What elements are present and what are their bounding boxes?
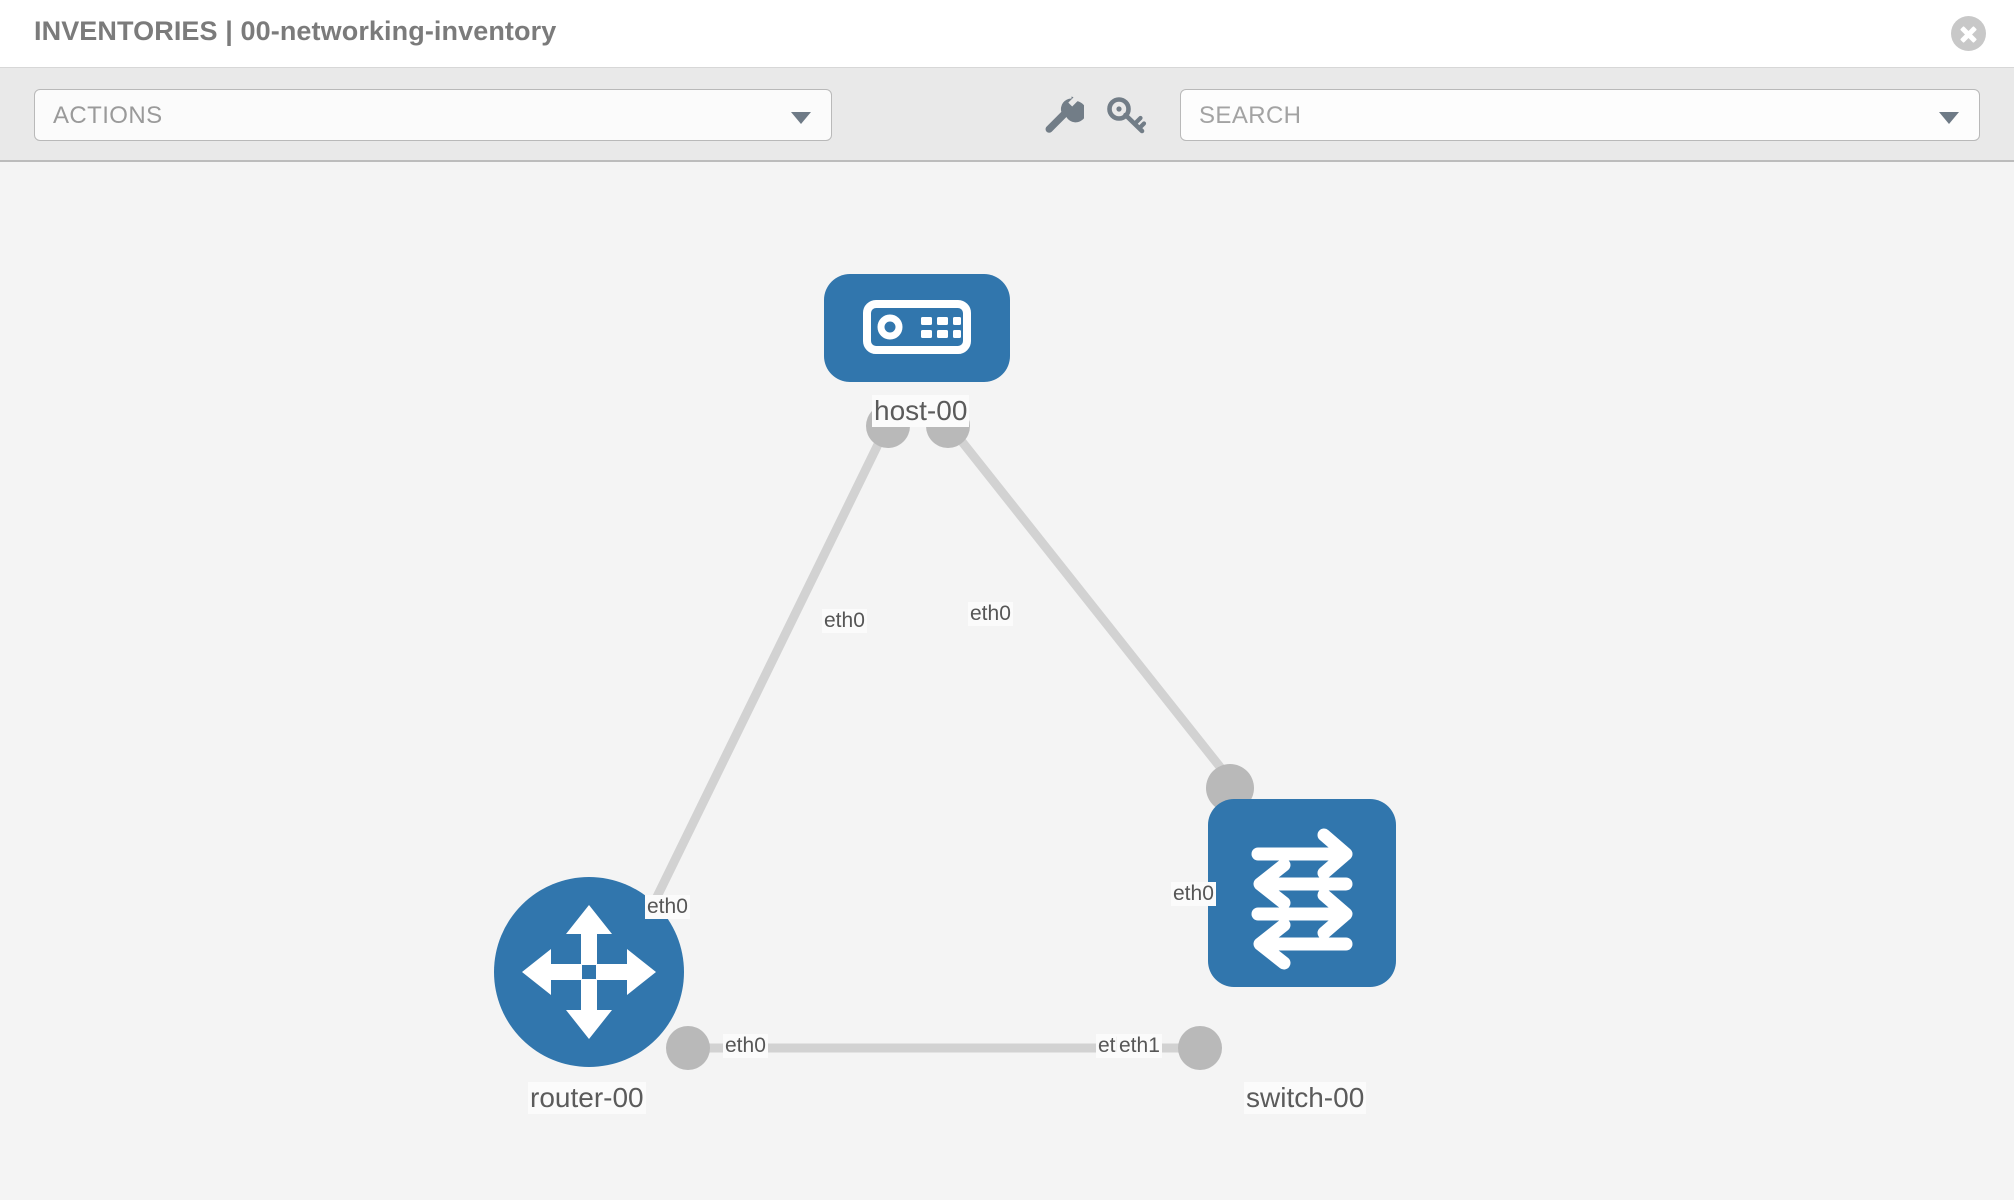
topology-node-switch-00[interactable] xyxy=(1208,799,1396,987)
link-host-router xyxy=(625,419,893,957)
connector-nub-switch-left xyxy=(1178,1026,1222,1070)
link-host-switch xyxy=(943,419,1237,787)
interface-label: eth0 xyxy=(1171,882,1216,906)
topology-node-label-host-00: host-00 xyxy=(872,395,970,427)
switch-arrows-icon xyxy=(1251,828,1353,970)
connector-nub-router-right xyxy=(666,1026,710,1070)
chevron-down-icon xyxy=(1939,112,1959,124)
interface-label: eth1 xyxy=(1117,1034,1162,1058)
topology-node-host-00[interactable] xyxy=(824,274,1010,382)
topology-node-label-switch-00: switch-00 xyxy=(1244,1082,1367,1114)
page-header: INVENTORIES | 00-networking-inventory xyxy=(0,0,2014,68)
actions-dropdown-label: ACTIONS xyxy=(53,102,163,129)
topology-node-router-00[interactable] xyxy=(494,877,684,1067)
interface-label: eth0 xyxy=(968,602,1013,626)
router-arrows-icon xyxy=(522,905,656,1039)
page-title: INVENTORIES | 00-networking-inventory xyxy=(34,16,557,46)
chevron-down-icon xyxy=(791,112,811,124)
search-input-placeholder: SEARCH xyxy=(1199,102,1302,129)
topology-node-label-router-00: router-00 xyxy=(528,1082,646,1114)
interface-label: eth0 xyxy=(822,609,867,633)
close-icon[interactable] xyxy=(1951,16,1986,51)
interface-label: eth0 xyxy=(645,895,690,919)
server-device-icon xyxy=(863,300,971,354)
wrench-icon[interactable] xyxy=(1038,92,1087,138)
toolbar: ACTIONS SEARCH xyxy=(0,68,2014,162)
search-input[interactable]: SEARCH xyxy=(1180,89,1980,141)
actions-dropdown[interactable]: ACTIONS xyxy=(34,89,832,141)
key-icon[interactable] xyxy=(1104,92,1150,138)
interface-label: eth0 xyxy=(723,1034,768,1058)
topology-canvas[interactable]: host-00 router-00 xyxy=(0,162,2014,1200)
